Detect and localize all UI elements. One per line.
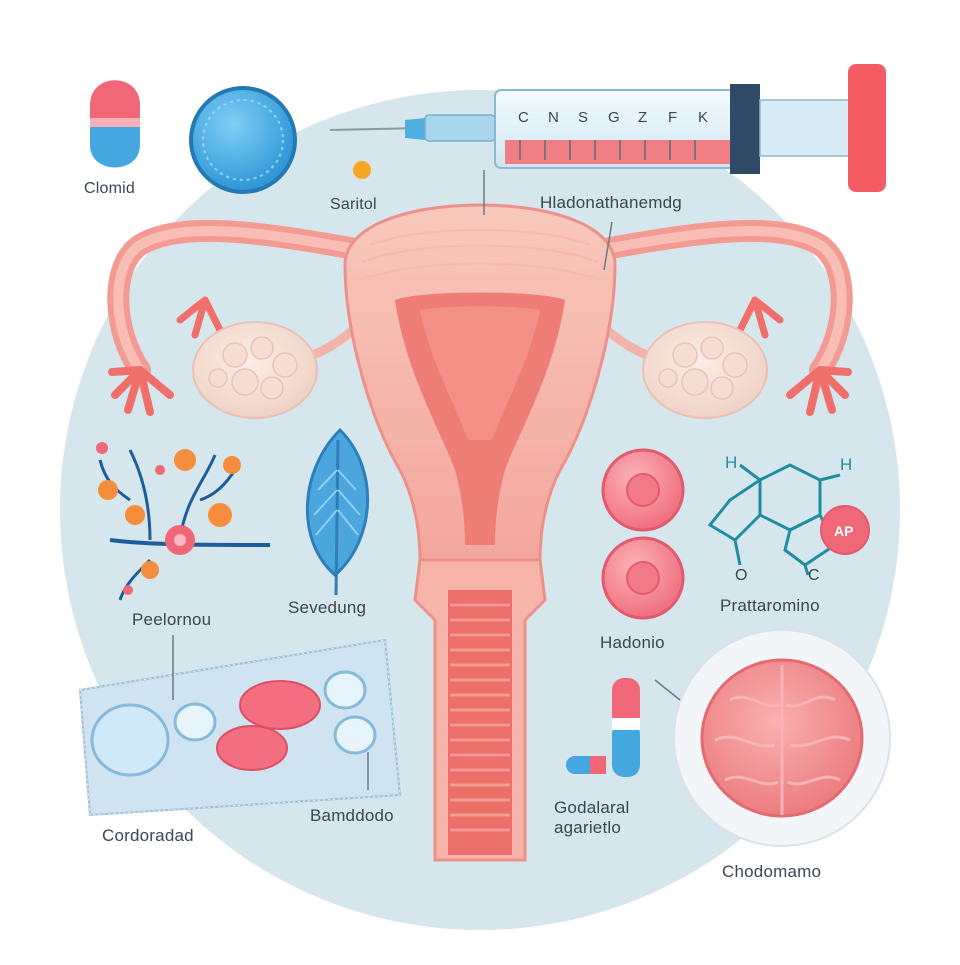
red-tablet-bottom-icon: [601, 536, 685, 620]
saritol-dot-icon: [353, 161, 371, 179]
blue-tablet-icon: [189, 86, 297, 194]
syringe-stopper: [730, 84, 760, 174]
label-saritol: Saritol: [330, 196, 377, 213]
syringe-mark: K: [698, 109, 708, 126]
label-godalaral-line1: Godalaral: [554, 798, 630, 817]
syringe-mark: Z: [638, 109, 647, 126]
right-fimbriae: [786, 366, 852, 416]
syringe-mark: F: [668, 109, 677, 126]
label-godalaral-line2: agarietlo: [554, 818, 622, 837]
label-clomid: Clomid: [84, 180, 135, 197]
label-bamddodo: Bamddodo: [310, 806, 394, 825]
molecule-badge-text: AP: [834, 523, 853, 539]
syringe-mark: G: [608, 109, 620, 126]
uterus-illustration: [107, 203, 853, 862]
left-fimbriae: [108, 366, 174, 416]
label-godalaral: Godalaral agarietlo: [554, 798, 630, 838]
right-ovary: [642, 321, 768, 419]
flower-branch-icon: [96, 442, 271, 601]
syringe-plunger: [848, 64, 886, 192]
label-syringe: Hladonathanemdg: [540, 193, 682, 212]
label-prattaromino: Prattaromino: [720, 596, 820, 615]
molecule-structure-icon: [707, 463, 841, 576]
syringe-mark: S: [578, 109, 588, 126]
godalaral-capsule-icon: [566, 678, 640, 777]
syringe-mark: C: [518, 109, 529, 126]
blister-pack-icon: [78, 638, 402, 817]
label-cordoradad: Cordoradad: [102, 826, 194, 845]
label-chodomamo: Chodomamo: [722, 862, 822, 881]
label-hadonio: Hadonio: [600, 633, 665, 652]
atom-h2: H: [840, 455, 852, 474]
left-ovary: [192, 321, 318, 419]
clomid-capsule-icon: [90, 80, 140, 168]
blue-leaf-icon: [306, 427, 369, 596]
red-tablet-top-icon: [601, 448, 685, 532]
syringe-icon: [329, 64, 886, 215]
syringe-mark: N: [548, 109, 559, 126]
atom-h1: H: [725, 453, 737, 472]
label-sevedung: Sevedung: [288, 598, 367, 617]
brain-illustration: [654, 629, 891, 847]
molecule-badge: [820, 505, 870, 555]
label-peelornou: Peelornou: [132, 610, 212, 629]
atom-o1: O: [735, 567, 747, 584]
atom-c1: C: [808, 567, 820, 584]
